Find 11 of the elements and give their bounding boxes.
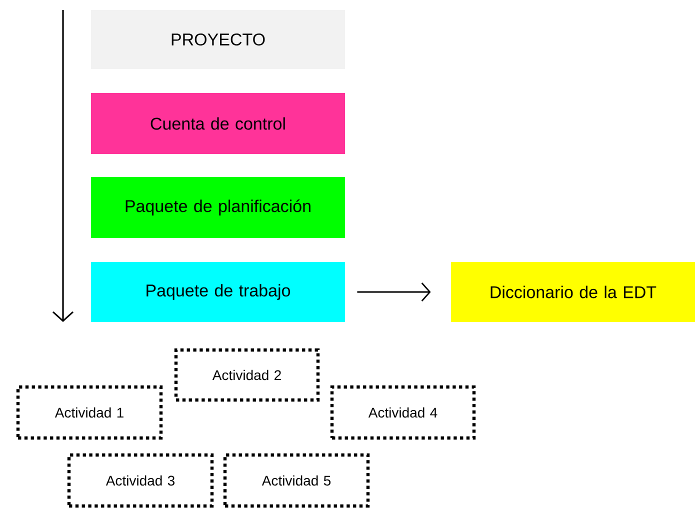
label-box: Cuenta de control (91, 93, 345, 154)
activity-box: Actividad 3 (67, 453, 214, 508)
label-box: Diccionario de la EDT (451, 262, 695, 322)
label-box: Paquete de trabajo (91, 262, 345, 322)
activity-box: Actividad 4 (330, 385, 476, 440)
label-box: PROYECTO (91, 10, 345, 69)
activity-box: Actividad 1 (16, 385, 163, 440)
activity-box: Actividad 2 (174, 348, 320, 402)
activity-box: Actividad 5 (223, 453, 370, 508)
arrow (357, 282, 431, 302)
label-box: Paquete de planificación (91, 177, 345, 238)
